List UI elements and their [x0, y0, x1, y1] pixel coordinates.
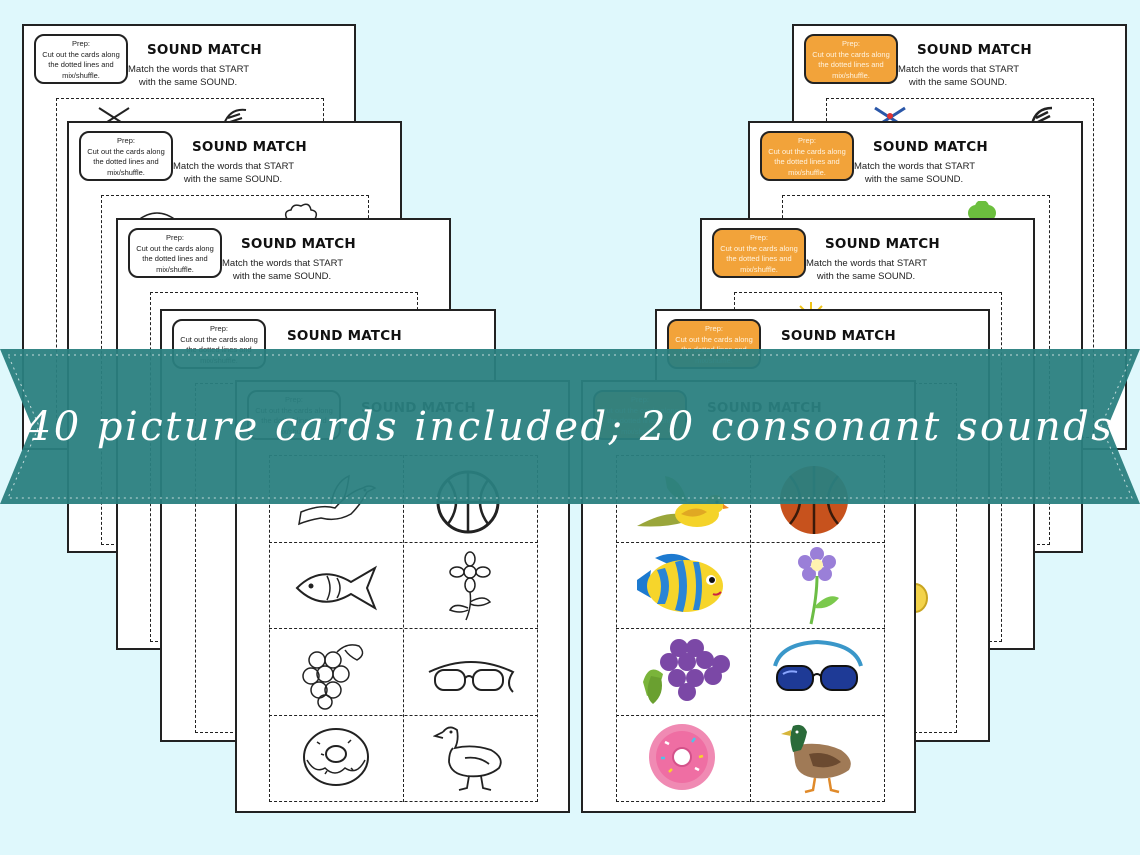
fish-icon [637, 553, 723, 612]
prep-box: Prep: Cut out the cards along the dotted… [712, 228, 806, 278]
cloud-icon [284, 203, 318, 220]
goggles-icon [773, 640, 863, 691]
duck-icon [433, 726, 502, 791]
sheet-instructions: Match the words that START with the same… [128, 64, 250, 88]
prep-box: Prep: Cut out the cards along the dotted… [128, 228, 222, 278]
card-row-divider [269, 542, 538, 543]
prep-box: Prep: Cut out the cards along the dotted… [760, 131, 854, 181]
sheet-instructions: Match the words that START with the same… [898, 64, 1020, 88]
flower-icon [798, 547, 839, 625]
goggles-icon [428, 661, 515, 693]
card-row-divider [616, 542, 885, 543]
card-row-divider [269, 628, 538, 629]
sheet-instructions: Match the words that START with the same… [222, 258, 344, 282]
card-row-divider [616, 715, 885, 716]
sheet-title: SOUND MATCH [873, 139, 988, 155]
sheet-title: SOUND MATCH [192, 139, 307, 155]
sheet-title: SOUND MATCH [825, 236, 940, 252]
donut-icon [303, 728, 369, 786]
card-row-divider [616, 628, 885, 629]
clover-icon [968, 201, 996, 221]
card-row-divider [269, 715, 538, 716]
sheet-instructions: Match the words that START with the same… [173, 161, 295, 185]
grapes-icon [643, 639, 730, 704]
sheet-title: SOUND MATCH [241, 236, 356, 252]
banner-text: 40 picture cards included; 20 consonant … [25, 403, 1115, 450]
flower-icon [448, 551, 492, 621]
sheet-instructions: Match the words that START with the same… [854, 161, 976, 185]
prep-box: Prep: Cut out the cards along the dotted… [79, 131, 173, 181]
sheet-title: SOUND MATCH [917, 42, 1032, 58]
fish-icon [295, 565, 378, 611]
grapes-icon [302, 644, 364, 710]
sheet-title: SOUND MATCH [781, 328, 896, 344]
banner-ribbon [0, 349, 1140, 504]
duck-icon [781, 724, 851, 794]
prep-box: Prep: Cut out the cards along the dotted… [804, 34, 898, 84]
sheet-instructions: Match the words that START with the same… [806, 258, 928, 282]
sheet-title: SOUND MATCH [147, 42, 262, 58]
sheet-title: SOUND MATCH [287, 328, 402, 344]
prep-box: Prep: Cut out the cards along the dotted… [34, 34, 128, 84]
donut-icon [649, 724, 715, 790]
